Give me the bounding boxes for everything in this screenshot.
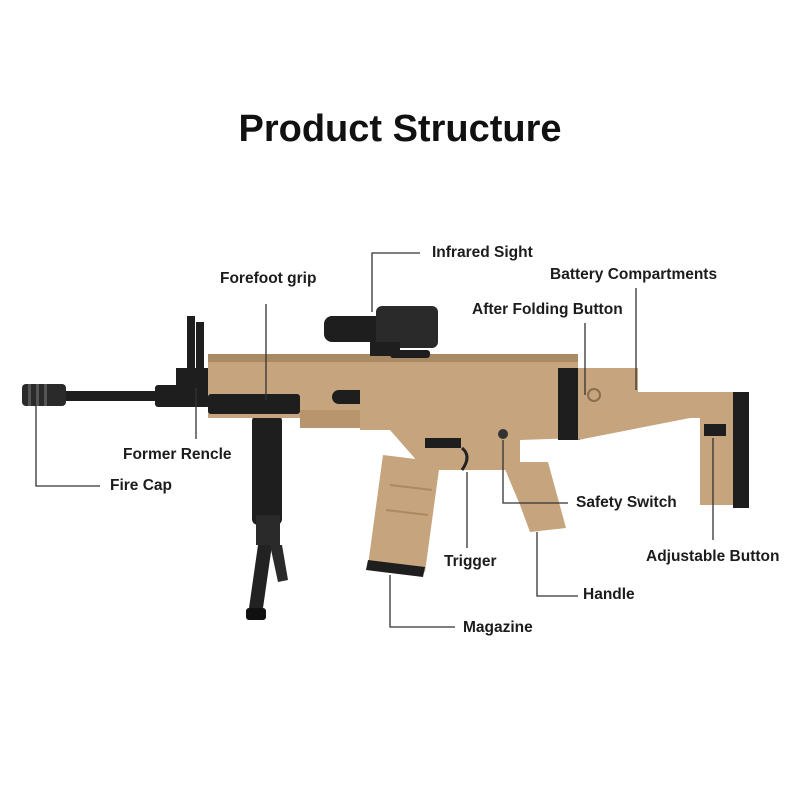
scope-illustration xyxy=(324,306,438,358)
label-forefoot-grip: Forefoot grip xyxy=(220,270,317,287)
magazine-illustration xyxy=(366,455,440,577)
leader-safety-switch xyxy=(502,440,568,504)
leader-handle xyxy=(536,532,578,597)
label-battery-compartments: Battery Compartments xyxy=(550,266,718,283)
forefoot-grip-illustration xyxy=(246,415,288,620)
front-sight-illustration xyxy=(176,316,212,390)
label-handle: Handle xyxy=(583,586,635,603)
leader-fire-cap xyxy=(35,405,100,487)
label-safety-switch: Safety Switch xyxy=(576,494,677,511)
leader-lines xyxy=(35,252,714,628)
label-after-folding-button: After Folding Button xyxy=(472,301,623,318)
label-fire-cap: Fire Cap xyxy=(110,477,173,494)
pistol-grip-illustration xyxy=(502,462,566,532)
leader-magazine xyxy=(389,575,455,628)
receiver-illustration xyxy=(360,365,578,471)
label-trigger: Trigger xyxy=(444,553,497,570)
label-infrared-sight: Infrared Sight xyxy=(432,244,533,261)
leader-infrared-sight xyxy=(371,252,420,312)
label-adjustable-button: Adjustable Button xyxy=(646,548,780,565)
stock-illustration xyxy=(558,368,749,508)
label-magazine: Magazine xyxy=(463,619,533,636)
label-former-rencle: Former Rencle xyxy=(123,446,232,463)
page-title: Product Structure xyxy=(238,108,562,150)
